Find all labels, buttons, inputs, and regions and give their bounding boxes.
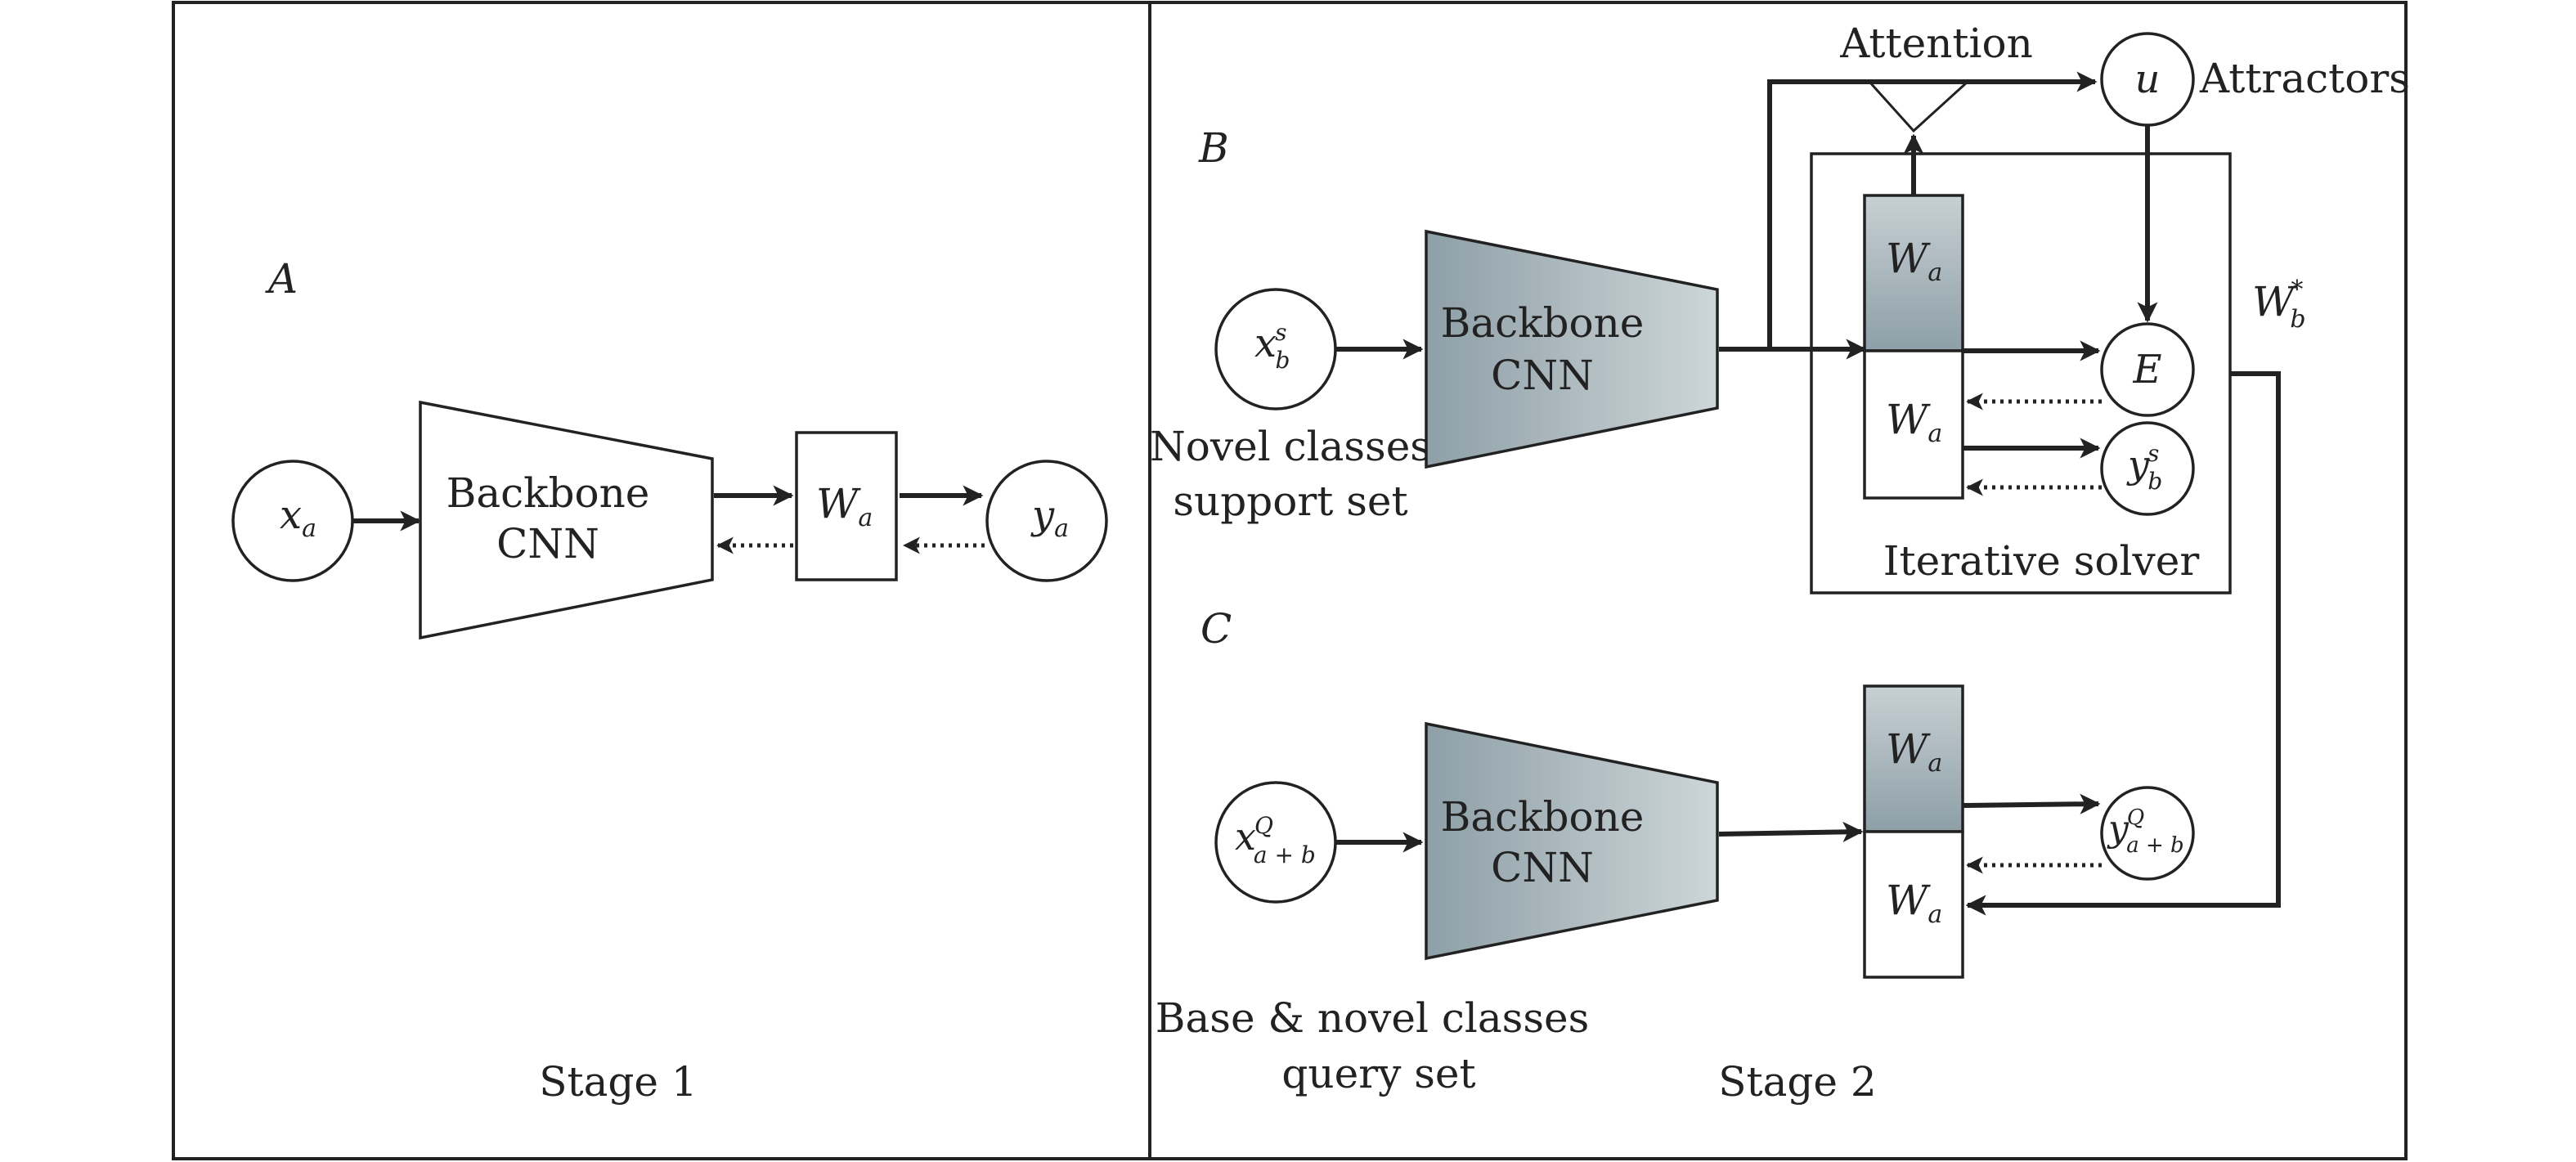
iterative-solver-label: Iterative solver (1883, 537, 2200, 585)
outer-frame (172, 1, 2408, 1160)
arrow-weights-to-query-output (1962, 793, 2101, 814)
panel-letter-c: C (1200, 605, 1232, 653)
arrow-backbone-to-attention (1767, 71, 2098, 349)
support-output-node (2100, 421, 2195, 516)
backbone-c-label-line2: CNN (1491, 844, 1594, 891)
backbone-b-label-line1: Backbone (1441, 299, 1645, 347)
attractor-node-label: u (2135, 56, 2161, 102)
query-caption-line2: query set (1281, 1050, 1475, 1097)
stage1-output-node (985, 460, 1108, 582)
weights-c-top-label: Wa (1886, 725, 1942, 778)
stage1-title: Stage 1 (539, 1058, 697, 1106)
weights-b-top-label: Wa (1886, 235, 1942, 287)
attractors-label: Attractors (2199, 55, 2410, 102)
weights-c-bottom (1863, 830, 1964, 979)
stage1-backbone-label-line1: Backbone (447, 469, 650, 517)
energy-node (2100, 322, 2195, 417)
stage1-backbone-cnn (419, 400, 714, 640)
energy-node-label: E (2132, 347, 2161, 393)
backbone-b-label-line2: CNN (1491, 352, 1594, 399)
stage1-panel: A xa Backbone CNN Wa ya Stage 1 (231, 255, 1108, 1106)
stage2-title: Stage 2 (1718, 1058, 1876, 1106)
stage2-panel: B C Attention u Attractors Iterative sol… (1150, 20, 2410, 1106)
support-caption-line1: Novel classes (1150, 423, 1431, 470)
attention-label: Attention (1839, 20, 2033, 67)
stage1-backbone-label-line2: CNN (496, 520, 599, 568)
support-caption-line2: support set (1173, 478, 1407, 525)
weights-b-bottom (1863, 349, 1964, 500)
panel-letter-a: A (265, 255, 298, 303)
stage1-input-label: xa (280, 492, 316, 543)
arrow-backbone-c-to-weights (1718, 821, 1864, 842)
stage1-output-label: ya (1030, 492, 1069, 543)
weights-c-bottom-label: Wa (1886, 877, 1942, 929)
optimal-weights-label: W*b (2252, 276, 2306, 334)
query-output-node (2100, 786, 2195, 881)
weights-b-bottom-label: Wa (1886, 396, 1942, 448)
stage1-weights-label: Wa (816, 480, 873, 532)
stage1-weights-box (795, 431, 898, 581)
weights-c-top (1863, 684, 1964, 833)
attention-triangle (1868, 80, 1969, 133)
stage2-backbone-cnn-c (1425, 721, 1719, 961)
arrow-optimal-weights-to-query-weights (1965, 371, 2281, 916)
stage2-backbone-cnn-b (1425, 229, 1719, 469)
query-caption-line1: Base & novel classes (1156, 994, 1590, 1042)
backbone-c-label-line1: Backbone (1441, 793, 1645, 841)
panel-letter-b: B (1198, 124, 1229, 172)
